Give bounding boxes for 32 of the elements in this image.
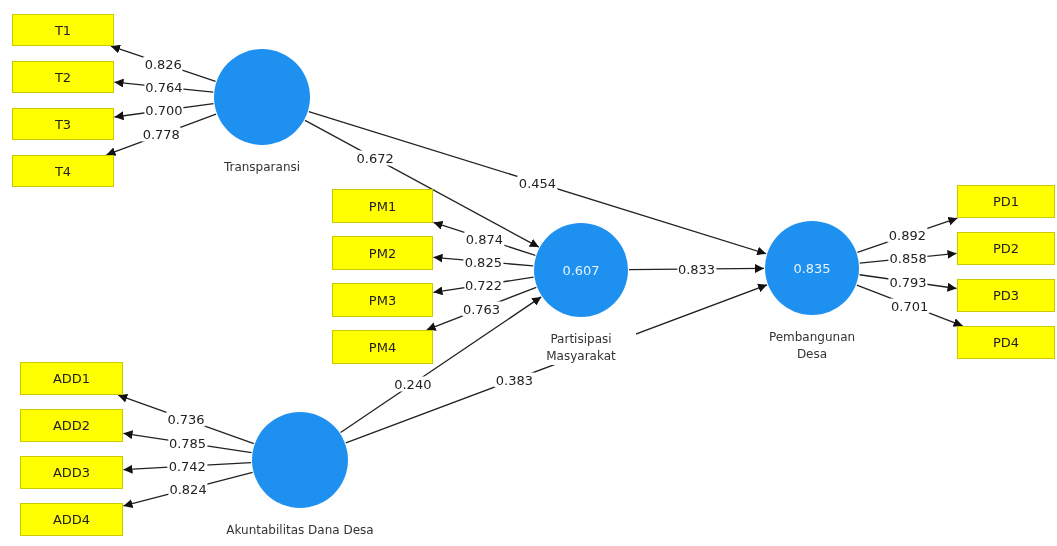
- construct-circle: 0.835: [765, 221, 859, 315]
- indicator-box: PD1: [957, 185, 1055, 218]
- edge-label: 0.240: [393, 376, 433, 392]
- edge-label: 0.826: [143, 56, 183, 72]
- edge-label: 0.701: [890, 298, 930, 313]
- indicator-box: PM1: [332, 189, 433, 223]
- indicator-box: PM3: [332, 283, 433, 317]
- arrow: [308, 110, 767, 256]
- indicator-box: PM2: [332, 236, 433, 270]
- construct-circle: 0.607: [534, 223, 628, 317]
- edge-label: 0.672: [355, 150, 395, 166]
- edge-label: 0.778: [141, 126, 181, 142]
- indicator-box: T3: [12, 108, 114, 140]
- indicator-box: ADD3: [20, 456, 123, 489]
- edge-label: 0.892: [887, 227, 927, 243]
- indicator-box: T4: [12, 155, 114, 187]
- indicator-box: ADD1: [20, 362, 123, 395]
- edge-label: 0.874: [464, 231, 504, 247]
- edge-label: 0.454: [517, 175, 558, 191]
- edge-label: 0.824: [168, 481, 208, 497]
- edge-label: 0.736: [166, 411, 206, 427]
- arrow: [339, 296, 542, 434]
- edge-label: 0.763: [461, 301, 502, 317]
- indicator-box: T2: [12, 61, 114, 93]
- indicator-box: ADD4: [20, 503, 123, 536]
- indicator-box: PD3: [957, 279, 1055, 312]
- indicator-box: PD4: [957, 326, 1055, 359]
- indicator-box: ADD2: [20, 409, 123, 442]
- indicator-box: PD2: [957, 232, 1055, 265]
- indicator-box: PM4: [332, 330, 433, 364]
- indicator-box: T1: [12, 14, 114, 46]
- edge-label: 0.383: [494, 372, 534, 388]
